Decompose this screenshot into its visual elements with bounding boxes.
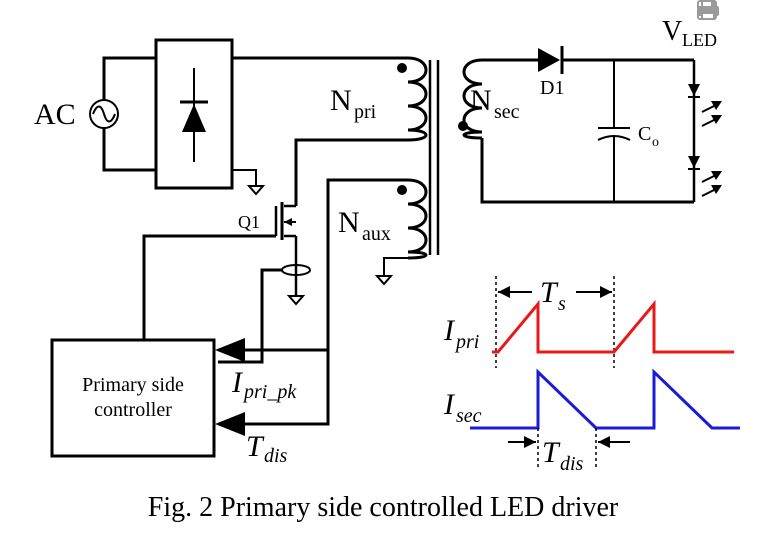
d1-label: D1 xyxy=(540,77,564,99)
ts-sub-label: s xyxy=(558,293,566,315)
diode-d1: D1 xyxy=(538,46,694,99)
npri-sub-label: pri xyxy=(354,101,377,123)
led-string: V LED xyxy=(662,16,722,202)
vled-label: V xyxy=(662,16,682,47)
secondary-winding: N sec xyxy=(458,58,694,204)
npri-label: N xyxy=(330,84,352,117)
bridge-rectifier xyxy=(154,38,408,196)
tdis-label: T xyxy=(246,430,265,463)
primary-side-controller: Primary side controller I pri_pk T dis xyxy=(50,338,330,467)
tdis-wave-label: T xyxy=(542,436,561,469)
tdis-sub-label: dis xyxy=(264,445,288,467)
vled-sub-label: LED xyxy=(682,30,717,50)
secondary-current-waveform xyxy=(470,368,740,430)
q1-label: Q1 xyxy=(238,212,260,232)
tdis-wave-sub-label: dis xyxy=(560,453,584,475)
ac-label: AC xyxy=(34,98,76,131)
controller-label-line1: Primary side xyxy=(82,374,184,396)
mosfet-q1: Q1 xyxy=(142,202,311,364)
ipri-pk-label: I xyxy=(231,366,244,399)
ipri-pk-sub-label: pri_pk xyxy=(242,381,297,403)
ipri-wave-label: I xyxy=(443,314,456,347)
primary-current-waveform xyxy=(492,299,734,354)
nsec-label: N xyxy=(470,84,492,117)
co-sub-label: o xyxy=(652,135,659,150)
print-icon[interactable] xyxy=(697,0,766,22)
isec-wave-label: I xyxy=(443,388,456,421)
capacitor-co: C o xyxy=(597,60,659,202)
aux-winding: N aux xyxy=(215,178,428,362)
viewer-toolbar xyxy=(696,0,766,22)
co-label: C xyxy=(638,123,651,145)
naux-sub-label: aux xyxy=(362,223,391,245)
figure-caption: Fig. 2 Primary side controlled LED drive… xyxy=(148,492,619,523)
ts-label: T xyxy=(540,276,559,309)
transformer-core xyxy=(428,60,440,255)
naux-label: N xyxy=(338,206,360,239)
ac-source: AC xyxy=(34,56,156,172)
timing-waveforms: T s I pri I sec T dis xyxy=(443,276,740,475)
controller-label-line2: controller xyxy=(94,399,172,421)
primary-winding: N pri xyxy=(294,56,428,206)
ipri-wave-sub-label: pri xyxy=(454,331,479,353)
nsec-sub-label: sec xyxy=(494,101,520,123)
isec-wave-sub-label: sec xyxy=(456,405,482,427)
